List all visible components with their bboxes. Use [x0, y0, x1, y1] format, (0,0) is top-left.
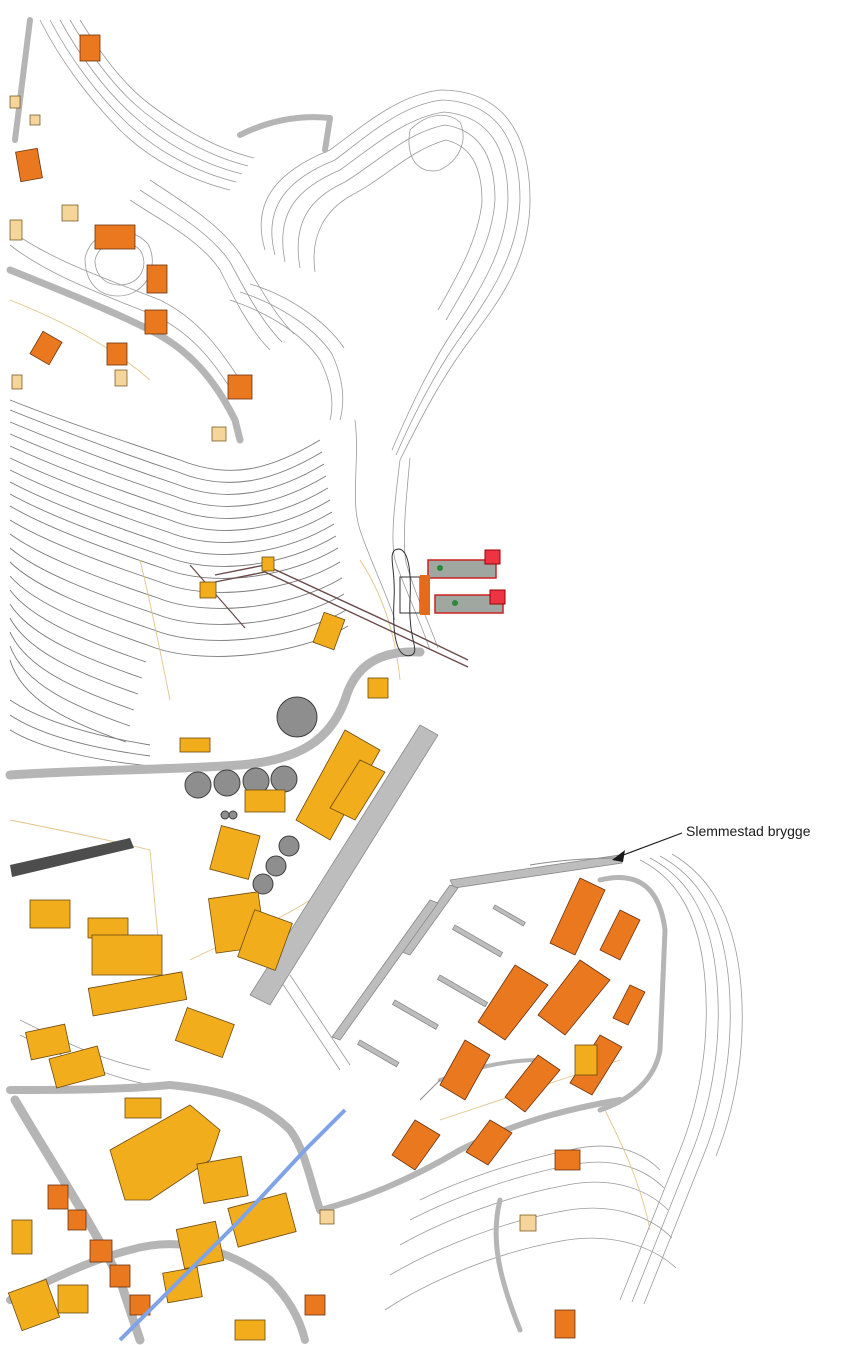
buildings-gold: [7, 556, 598, 1341]
contour-lines: [9, 19, 743, 1311]
piers: [249, 724, 623, 1101]
roads: [5, 17, 668, 1345]
pipeline: [118, 1108, 347, 1342]
retaining-wall: [10, 838, 134, 877]
buildings-light: [9, 95, 537, 1232]
conveyor-bridge: [189, 548, 469, 668]
jetty-terminal: [420, 549, 506, 615]
label-arrow: [612, 832, 683, 862]
buildings-orange: [15, 34, 646, 1339]
storage-tanks: [184, 696, 318, 895]
place-label-slemmestad-brygge: Slemmestad brygge: [686, 823, 811, 839]
